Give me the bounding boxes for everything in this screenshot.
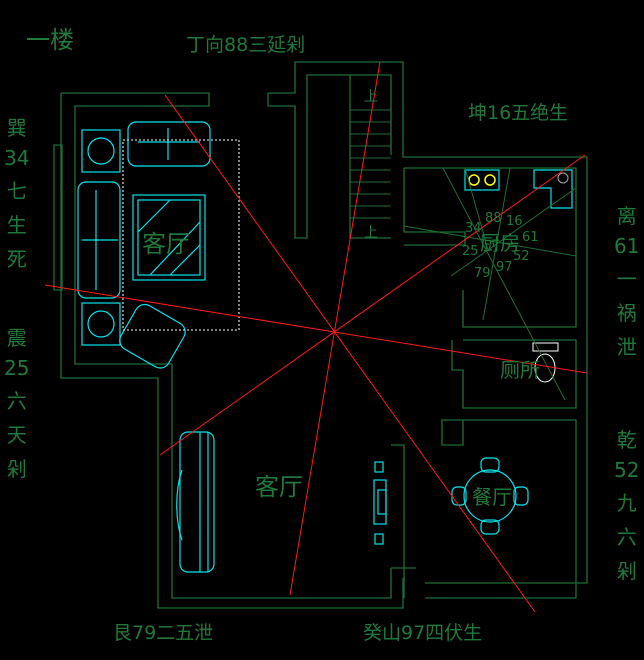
char: 61 bbox=[614, 234, 640, 258]
kitchen-number: 88 bbox=[485, 211, 502, 226]
direction-left-upper: 巽 34 七生死 bbox=[4, 112, 29, 272]
direction-right-lower: 乾 52 九六剁 bbox=[614, 424, 639, 584]
direction-right-upper: 离 61 一祸泄 bbox=[614, 200, 639, 360]
char: 天 bbox=[6, 423, 27, 447]
stair-up-label: 上 bbox=[364, 225, 378, 241]
char: 一 bbox=[616, 267, 637, 291]
stair-up-label: 上 bbox=[364, 89, 378, 105]
char: 剁 bbox=[6, 457, 27, 481]
char: 离 bbox=[616, 204, 637, 228]
kitchen-fixtures bbox=[464, 169, 573, 209]
char: 52 bbox=[614, 458, 640, 482]
char: 34 bbox=[4, 146, 30, 170]
kitchen-radial-lines bbox=[403, 167, 577, 401]
char: 巽 bbox=[6, 116, 27, 140]
room-living-lower: 客厅 bbox=[255, 473, 303, 501]
char: 六 bbox=[616, 525, 637, 549]
lower-sofa bbox=[176, 431, 215, 573]
direction-bottom-right: 癸山97四伏生 bbox=[363, 622, 483, 644]
direction-top-right: 坤16五绝生 bbox=[468, 102, 569, 124]
walls bbox=[53, 61, 588, 609]
direction-top: 丁向88三延剁 bbox=[186, 34, 306, 56]
direction-bottom-left: 艮79二五泄 bbox=[113, 622, 214, 644]
char: 25 bbox=[4, 356, 30, 380]
char: 死 bbox=[6, 247, 27, 271]
room-toilet: 厕所 bbox=[500, 358, 540, 382]
char: 七 bbox=[6, 179, 27, 203]
kitchen-number: 79 bbox=[474, 266, 491, 281]
kitchen-number: 16 bbox=[506, 214, 523, 229]
char: 六 bbox=[6, 389, 27, 413]
char: 生 bbox=[6, 213, 27, 237]
room-dining: 餐厅 bbox=[472, 485, 512, 509]
room-kitchen: 厨房 bbox=[480, 231, 520, 255]
kitchen-number: 52 bbox=[513, 249, 530, 264]
kitchen-number: 61 bbox=[522, 230, 539, 245]
tv-cabinet bbox=[373, 461, 387, 545]
char: 震 bbox=[6, 326, 27, 350]
kitchen-number: 25 bbox=[462, 244, 479, 259]
floor-title: 一楼 bbox=[26, 26, 74, 54]
kitchen-number: 97 bbox=[496, 260, 513, 275]
char: 乾 bbox=[616, 428, 637, 452]
staircase bbox=[350, 109, 391, 219]
char: 九 bbox=[616, 491, 637, 515]
room-living-upper: 客厅 bbox=[142, 230, 190, 258]
dining-table bbox=[451, 457, 529, 535]
compass-axes bbox=[44, 61, 588, 613]
char: 剁 bbox=[616, 559, 637, 583]
char: 泄 bbox=[616, 335, 637, 359]
char: 祸 bbox=[616, 301, 637, 325]
direction-left-lower: 震 25 六天剁 bbox=[4, 322, 29, 482]
sofa-set bbox=[77, 121, 240, 369]
kitchen-number: 34 bbox=[465, 221, 482, 236]
